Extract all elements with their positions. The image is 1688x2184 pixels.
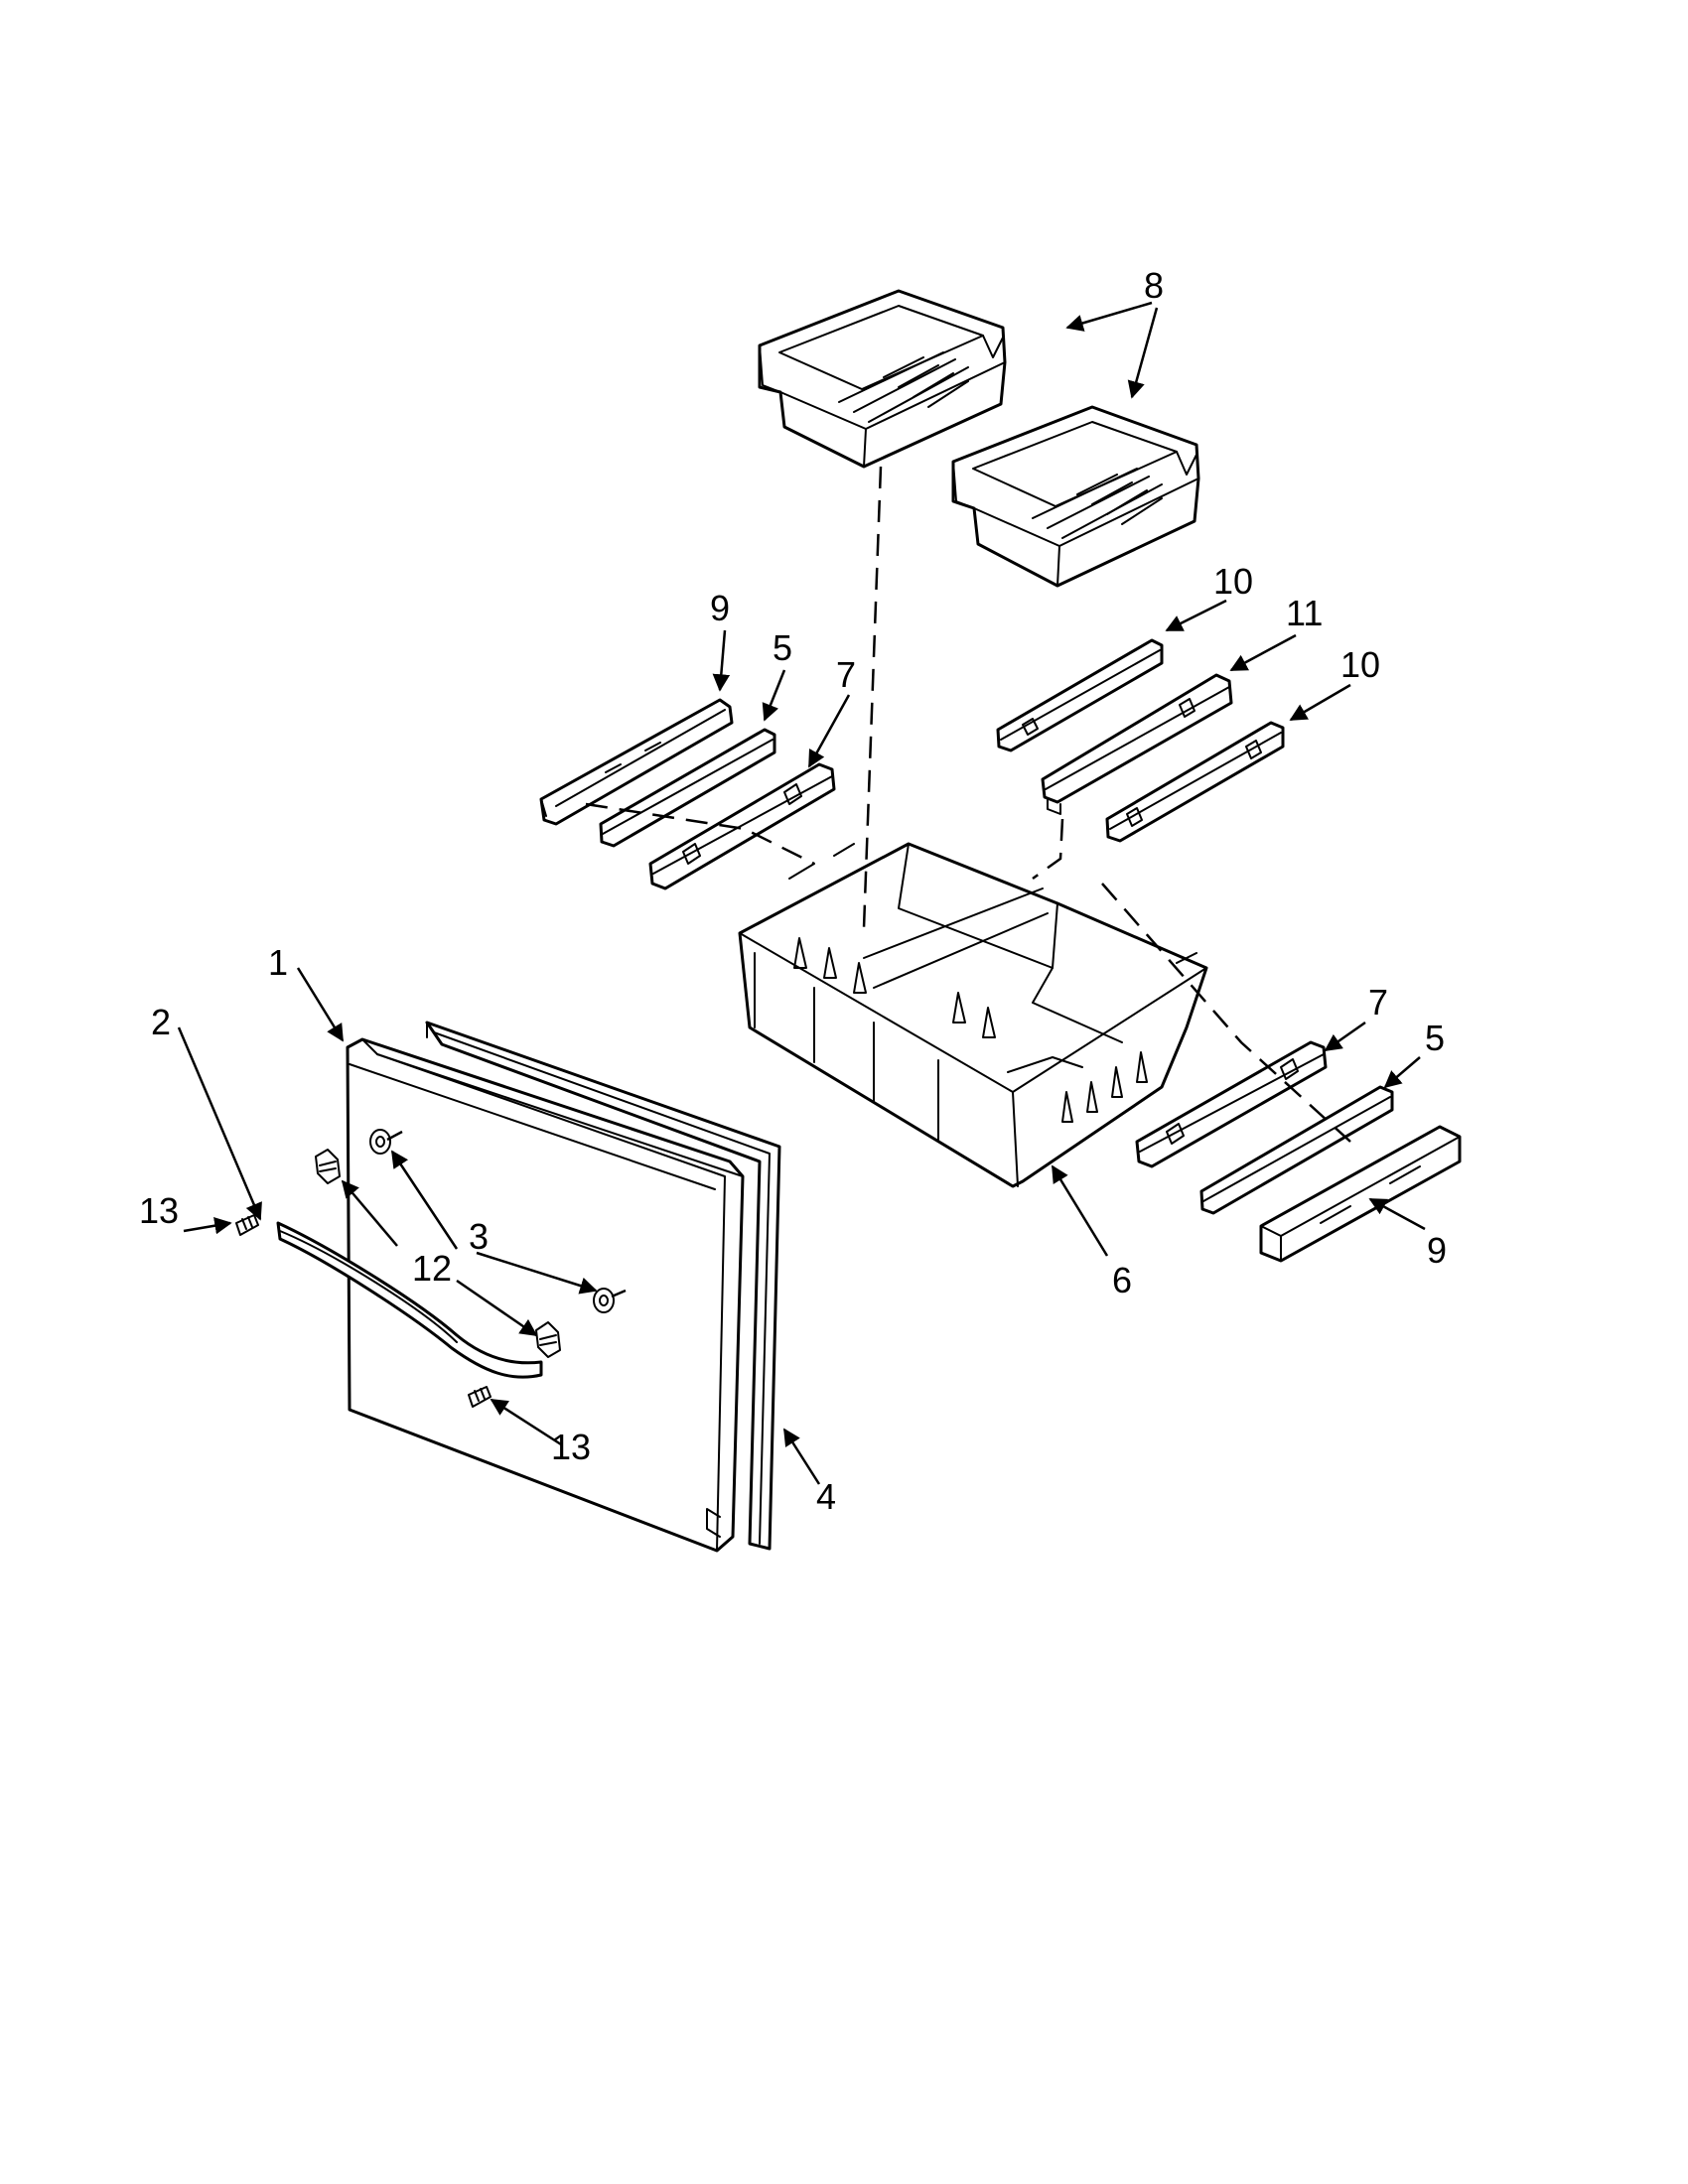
callout-13-upper: 13: [139, 1190, 179, 1231]
door-gasket: [425, 1021, 781, 1551]
washer-upper: [369, 1129, 391, 1155]
freezer-basket: [738, 842, 1208, 1188]
handle-mount-stud-upper: [315, 1149, 341, 1184]
rail-cover-left: [539, 698, 734, 826]
callout-7-left: 7: [836, 654, 856, 695]
callout-10-upper: 10: [1213, 561, 1253, 602]
washer-lower: [593, 1288, 615, 1313]
callout-labels: 8 9 5 7 10 11 10 1 2 13 3 12 13 4 7 5 9 …: [139, 265, 1447, 1517]
callout-6: 6: [1112, 1260, 1132, 1300]
callout-9-right: 9: [1427, 1230, 1447, 1271]
leader-arrows: [177, 301, 1426, 1485]
set-screw-upper: [235, 1214, 259, 1236]
callout-5-left: 5: [773, 627, 792, 668]
slide-rail-right: [1199, 1085, 1394, 1215]
callout-12: 12: [412, 1248, 452, 1289]
callout-9-left: 9: [710, 588, 730, 628]
slide-rail-left: [599, 728, 776, 848]
callout-5-right: 5: [1425, 1018, 1445, 1058]
center-rail-right: [1041, 673, 1233, 815]
set-screw-lower: [468, 1386, 492, 1408]
drawer-rail-right: [1135, 1040, 1328, 1168]
callout-13-lower: 13: [551, 1427, 591, 1467]
callout-2: 2: [151, 1002, 171, 1042]
callout-11: 11: [1286, 593, 1323, 633]
bin-rail-lower-right: [1105, 721, 1285, 843]
rail-cover-right: [1259, 1125, 1462, 1263]
assembly-lines: [386, 466, 1351, 1298]
callout-10-lower: 10: [1340, 644, 1380, 685]
callout-8: 8: [1144, 265, 1164, 306]
handle-mount-stud-lower: [535, 1321, 561, 1358]
ice-bin-right: [951, 405, 1200, 588]
callout-1: 1: [268, 942, 288, 983]
callout-4: 4: [816, 1476, 836, 1517]
freezer-door: [346, 1037, 745, 1553]
callout-7-right: 7: [1368, 982, 1388, 1023]
bin-rail-upper-right: [996, 638, 1164, 752]
door-handle: [276, 1221, 543, 1379]
ice-bin-left: [758, 289, 1007, 469]
callout-3: 3: [469, 1216, 489, 1257]
